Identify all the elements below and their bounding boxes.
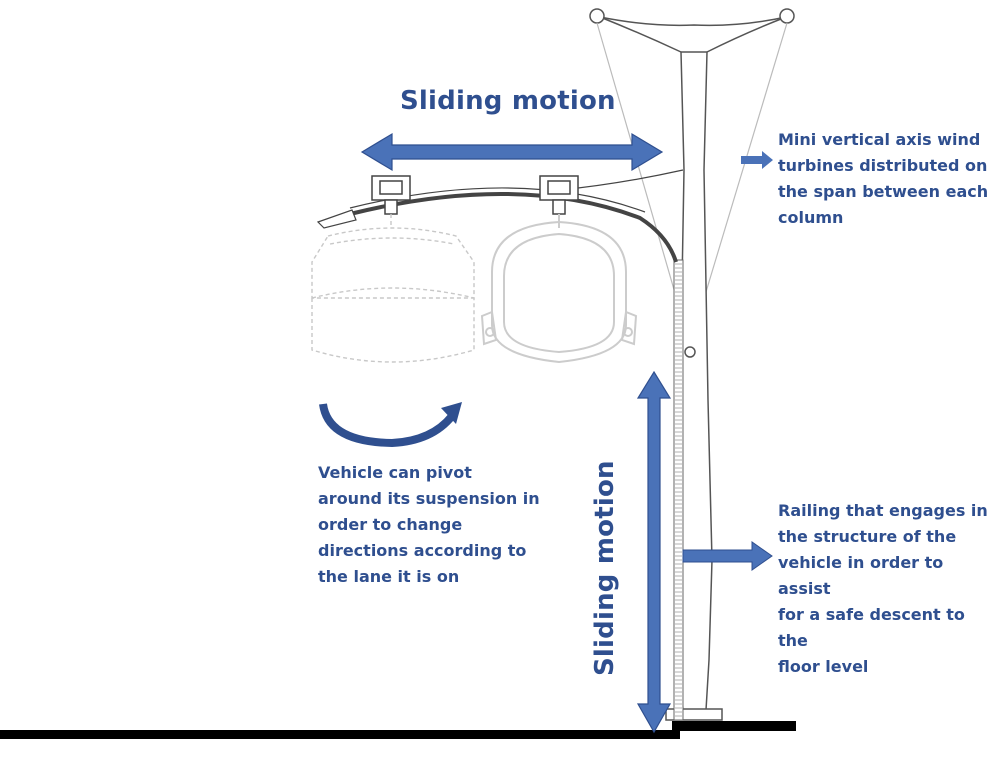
vehicle-capsule [480,214,638,364]
pivot-rotation-arrow [319,402,462,448]
railing-strip [673,259,684,721]
vertical-sliding-arrow [636,370,672,734]
carriage-right [539,175,579,215]
railing-pointer-arrow [682,541,773,571]
vertical-sliding-label: Sliding motion [590,460,620,676]
horizontal-sliding-arrow [360,132,664,172]
pivot-note: Vehicle can pivot around its suspension … [318,463,540,586]
column-top-fork [589,8,795,53]
turbine-pointer-arrow [741,151,773,169]
horizontal-sliding-label: Sliding motion [400,86,616,116]
turbines-note: Mini vertical axis wind turbines distrib… [778,130,989,227]
carriage-left [371,175,411,215]
vehicle-pivoted-ghost [311,214,475,363]
railing-note: Railing that engages in the structure of… [778,501,988,676]
ground-line [0,721,796,739]
